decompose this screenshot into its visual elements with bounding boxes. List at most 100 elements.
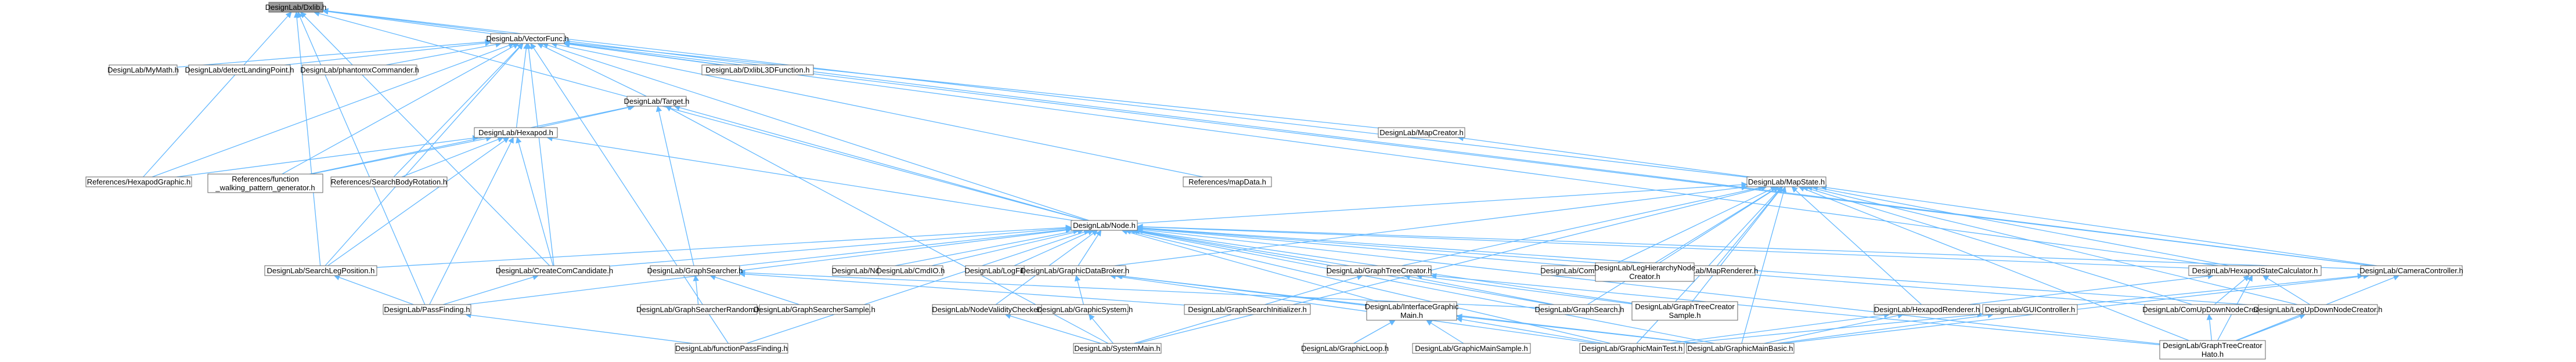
node-mapstate[interactable]: DesignLab/MapState.h xyxy=(1746,176,1826,187)
node-label: DesignLab/SearchLegPosition.h xyxy=(267,266,375,275)
edge-target-to-vec xyxy=(537,43,647,97)
node-comupdown[interactable]: DesignLab/ComUpDownNodeCreator.h xyxy=(2142,304,2275,315)
node-graphicsystem[interactable]: DesignLab/GraphicSystem.h xyxy=(1037,304,1133,315)
edge-systemmain-to-graphicsystem xyxy=(1088,314,1114,344)
node-box xyxy=(701,64,814,75)
node-logfileio[interactable]: DesignLab/LogFileIO.h xyxy=(965,265,1042,276)
node-graphicmaintest[interactable]: DesignLab/GraphicMainTest.h xyxy=(1579,343,1685,354)
node-graphsearch[interactable]: DesignLab/GraphSearch.h xyxy=(1535,304,1624,315)
node-gsrandom[interactable]: DesignLab/GraphSearcherRandom.h xyxy=(636,304,761,315)
node-label: DesignLab/InterfaceGraphic xyxy=(1365,302,1459,311)
edge-graphicmaintest-to-interfacegraphic xyxy=(1455,316,1604,344)
node-box xyxy=(383,304,471,315)
edge-reffunc-to-vec xyxy=(282,43,520,175)
node-nodevalidity[interactable]: DesignLab/NodeValidityChecker.h xyxy=(932,304,1046,315)
node-graphtreecreator[interactable]: DesignLab/GraphTreeCreator.h xyxy=(1327,265,1432,276)
node-funcpass[interactable]: DesignLab/functionPassFinding.h xyxy=(675,343,788,354)
node-reffunc[interactable]: References/function_walking_pattern_gene… xyxy=(207,173,323,193)
edge-maprenderer-to-mapstate xyxy=(1717,186,1783,266)
edge-gtchato-to-node xyxy=(1136,226,2160,345)
node-createcom[interactable]: DesignLab/CreateComCandidate.h xyxy=(496,265,613,276)
node-box xyxy=(640,304,758,315)
node-label: DesignLab/LegUpDownNodeCreator.h xyxy=(2254,305,2383,314)
node-graphsearcher[interactable]: DesignLab/GraphSearcher.h xyxy=(647,265,743,276)
edge-searchleg-to-node xyxy=(376,225,1072,268)
node-label: DesignLab/GraphSearcher.h xyxy=(647,266,743,275)
edge-graphsearcher-to-target xyxy=(655,105,694,266)
edge-refhexgraphic-to-vec xyxy=(152,42,515,178)
node-graphicmainsample[interactable]: DesignLab/GraphicMainSample.h xyxy=(1412,343,1531,354)
node-vec[interactable]: DesignLab/VectorFunc.h xyxy=(486,33,569,44)
node-refmapdata[interactable]: References/mapData.h xyxy=(1183,176,1272,187)
edge-nodeedit-to-node xyxy=(895,228,1079,266)
edge-cameractrl-to-mapstate xyxy=(1820,184,2377,266)
node-label: Sample.h xyxy=(1669,311,1701,320)
node-label: DesignLab/phantomxCommander.h xyxy=(300,66,419,74)
node-label: DesignLab/NodeValidityChecker.h xyxy=(932,305,1046,314)
node-cameractrl[interactable]: DesignLab/CameraController.h xyxy=(2359,265,2463,276)
node-box xyxy=(474,127,558,138)
edge-gtcsample-to-mapstate xyxy=(1692,186,1783,302)
node-graphicmainbasic[interactable]: DesignLab/GraphicMainBasic.h xyxy=(1686,343,1795,354)
node-refhexgraphic[interactable]: References/HexapodGraphic.h xyxy=(85,176,192,187)
node-dxlib3d[interactable]: DesignLab/DxlibL3DFunction.h xyxy=(701,64,814,75)
node-systemmain[interactable]: DesignLab/SystemMain.h xyxy=(1073,343,1162,354)
node-dx[interactable]: DesignLab/Dxlib.h xyxy=(265,2,327,13)
node-label: _walking_pattern_generator.h xyxy=(215,183,315,192)
node-passfinding[interactable]: DesignLab/PassFinding.h xyxy=(383,304,471,315)
edge-legupdown-to-mapstate xyxy=(1806,185,2298,305)
edge-refhexgraphic-to-hexapod xyxy=(176,135,479,178)
edge-funcpass-to-vec xyxy=(530,43,729,344)
node-label: DesignLab/GraphicDataBroker.h xyxy=(1021,266,1129,275)
edge-cameractrl-to-vec xyxy=(563,41,2372,266)
node-label: DesignLab/Target.h xyxy=(624,97,690,106)
edge-funcpass-to-passfinding xyxy=(465,312,693,344)
node-box xyxy=(1071,220,1138,231)
node-node[interactable]: DesignLab/Node.h xyxy=(1071,220,1138,231)
node-hexapod[interactable]: DesignLab/Hexapod.h xyxy=(474,127,558,138)
node-label: DesignLab/MapState.h xyxy=(1748,178,1825,186)
node-box xyxy=(1024,265,1126,276)
node-box xyxy=(85,176,192,187)
edge-graphtreecreator-to-mapstate xyxy=(1402,184,1765,266)
node-detect[interactable]: DesignLab/detectLandingPoint.h xyxy=(185,64,294,75)
edge-gtchato-to-comupdown xyxy=(2206,313,2213,341)
edge-node-to-target xyxy=(673,104,1087,221)
node-mymath[interactable]: DesignLab/MyMath.h xyxy=(107,64,179,75)
edge-refhexgraphic-to-dx xyxy=(143,12,292,178)
node-mapcreator[interactable]: DesignLab/MapCreator.h xyxy=(1378,127,1465,138)
node-box xyxy=(1874,304,1980,315)
edge-passfinding-to-searchleg xyxy=(333,274,414,305)
node-graphicloop[interactable]: DesignLab/GraphicLoop.h xyxy=(1301,343,1389,354)
node-gssample[interactable]: DesignLab/GraphSearcherSample.h xyxy=(754,304,876,315)
node-label: DesignLab/GraphSearcherSample.h xyxy=(754,305,876,314)
node-graphicdatabroker[interactable]: DesignLab/GraphicDataBroker.h xyxy=(1021,265,1129,276)
edge-refsearchbody-to-hexapod xyxy=(401,136,504,178)
edge-graphicmaintest-to-hexrenderer xyxy=(1669,312,1890,344)
node-box xyxy=(1982,304,2078,315)
edge-gtchato-to-legupdown xyxy=(2236,313,2306,341)
edge-searchleg-to-dx xyxy=(294,11,321,266)
node-box xyxy=(1366,301,1457,321)
node-hexrenderer[interactable]: DesignLab/HexapodRenderer.h xyxy=(1874,304,1980,315)
node-legupdown[interactable]: DesignLab/LegUpDownNodeCreator.h xyxy=(2254,304,2383,315)
edge-passfinding-to-createcom xyxy=(443,274,539,305)
node-phantom[interactable]: DesignLab/phantomxCommander.h xyxy=(300,64,419,75)
node-label: DesignLab/Node.h xyxy=(1073,221,1136,230)
edge-refsearchbody-to-vec xyxy=(393,43,524,178)
node-searchleg[interactable]: DesignLab/SearchLegPosition.h xyxy=(264,265,377,276)
node-guictrl[interactable]: DesignLab/GUIController.h xyxy=(1982,304,2078,315)
node-hexstatecalc[interactable]: DesignLab/HexapodStateCalculator.h xyxy=(2188,265,2322,276)
node-refsearchbody[interactable]: References/SearchBodyRotation.h xyxy=(330,176,448,187)
node-box xyxy=(302,64,417,75)
node-label: DesignLab/CmdIO.h xyxy=(877,266,945,275)
node-box xyxy=(1595,262,1695,282)
node-cmdio[interactable]: DesignLab/CmdIO.h xyxy=(877,265,945,276)
node-target[interactable]: DesignLab/Target.h xyxy=(624,96,690,107)
node-gsinit[interactable]: DesignLab/GraphSearchInitializer.h xyxy=(1184,304,1311,315)
edge-gssample-to-graphsearcher xyxy=(709,274,800,305)
